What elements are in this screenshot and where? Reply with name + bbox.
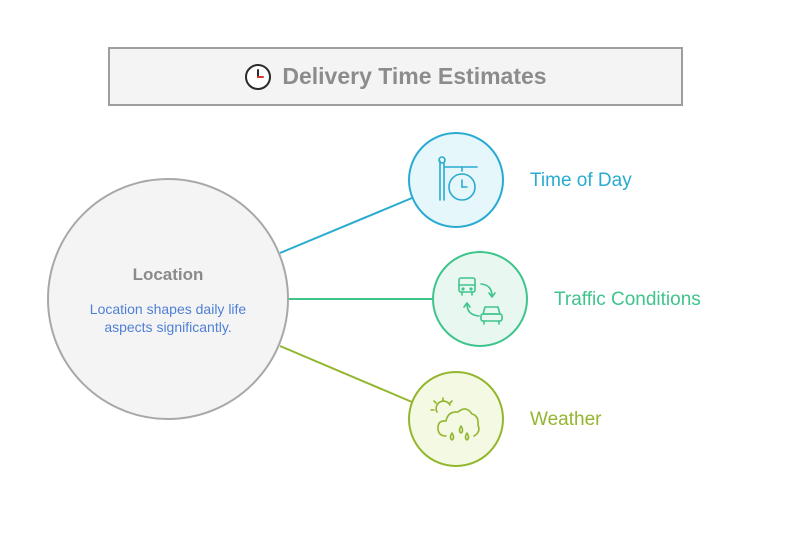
cloud-rain-icon [430, 397, 480, 441]
branch-label-time-of-day: Time of Day [530, 170, 632, 191]
clock-icon [245, 63, 272, 90]
title-box: Delivery Time Estimates [108, 47, 683, 106]
connector-weather [279, 345, 413, 403]
bus-car-icon [458, 277, 503, 325]
diagram-title: Delivery Time Estimates [282, 63, 547, 89]
sign-clock-icon [438, 156, 478, 201]
time-of-day-node [408, 132, 504, 228]
location-description: Location shapes daily life aspects signi… [89, 301, 247, 335]
branch-label-traffic-conditions: Traffic Conditions [554, 289, 701, 310]
location-node [47, 178, 289, 420]
location-title: Location [132, 265, 204, 284]
branch-label-weather: Weather [530, 409, 602, 430]
connector-time-of-day [279, 197, 413, 254]
traffic-conditions-node [432, 251, 528, 347]
weather-node [408, 371, 504, 467]
